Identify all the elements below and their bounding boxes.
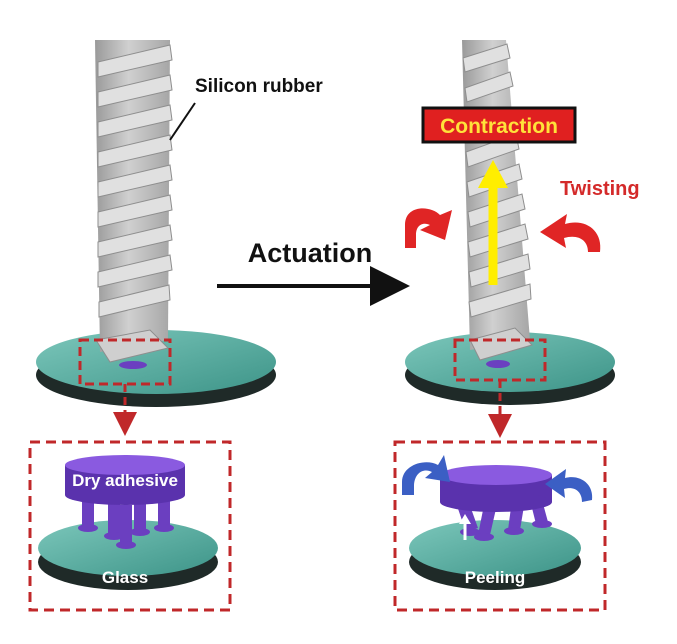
right-inset (393, 440, 607, 612)
blue-twist-arrow-right (545, 469, 593, 502)
contraction-label: Contraction (440, 115, 558, 138)
twist-arrow-left (405, 208, 452, 248)
right-actuator (405, 40, 615, 438)
blue-twist-arrow-left (402, 455, 450, 495)
right-glass-base-top (405, 332, 615, 392)
left-rubber-ridges (97, 44, 173, 318)
left-inset-adhesive-disk-top (65, 455, 185, 475)
actuation-label: Actuation (248, 238, 373, 268)
silicon-rubber-label: Silicon rubber (195, 76, 323, 97)
left-zoom-region (78, 338, 172, 386)
left-glass-base-top (36, 330, 276, 394)
left-actuator (36, 40, 276, 436)
right-inset-glass-top (409, 520, 581, 576)
twist-arrow-right (540, 214, 601, 252)
right-inset-adhesive-disk-bottom (440, 492, 552, 512)
left-inset-adhesive-disk-bottom (65, 485, 185, 505)
left-inset (28, 440, 232, 612)
glass-label: Glass (102, 568, 148, 587)
left-inset-frame (28, 440, 232, 612)
contraction-arrow-head (478, 160, 508, 188)
right-inset-frame (393, 440, 607, 612)
twisting-label: Twisting (560, 178, 640, 200)
right-adhesive-spot (486, 360, 510, 368)
peeling-arrow-head (459, 514, 471, 524)
left-column-foot (95, 329, 169, 363)
left-adhesive-spot (119, 361, 147, 369)
right-inset-adhesive-disk-top (440, 465, 552, 485)
contraction-label-box (421, 106, 577, 144)
dry-adhesive-label: Dry adhesive (72, 471, 178, 490)
right-column-foot (469, 327, 533, 361)
peeling-label: Peeling (465, 568, 525, 587)
silicon-rubber-leader (169, 102, 196, 141)
